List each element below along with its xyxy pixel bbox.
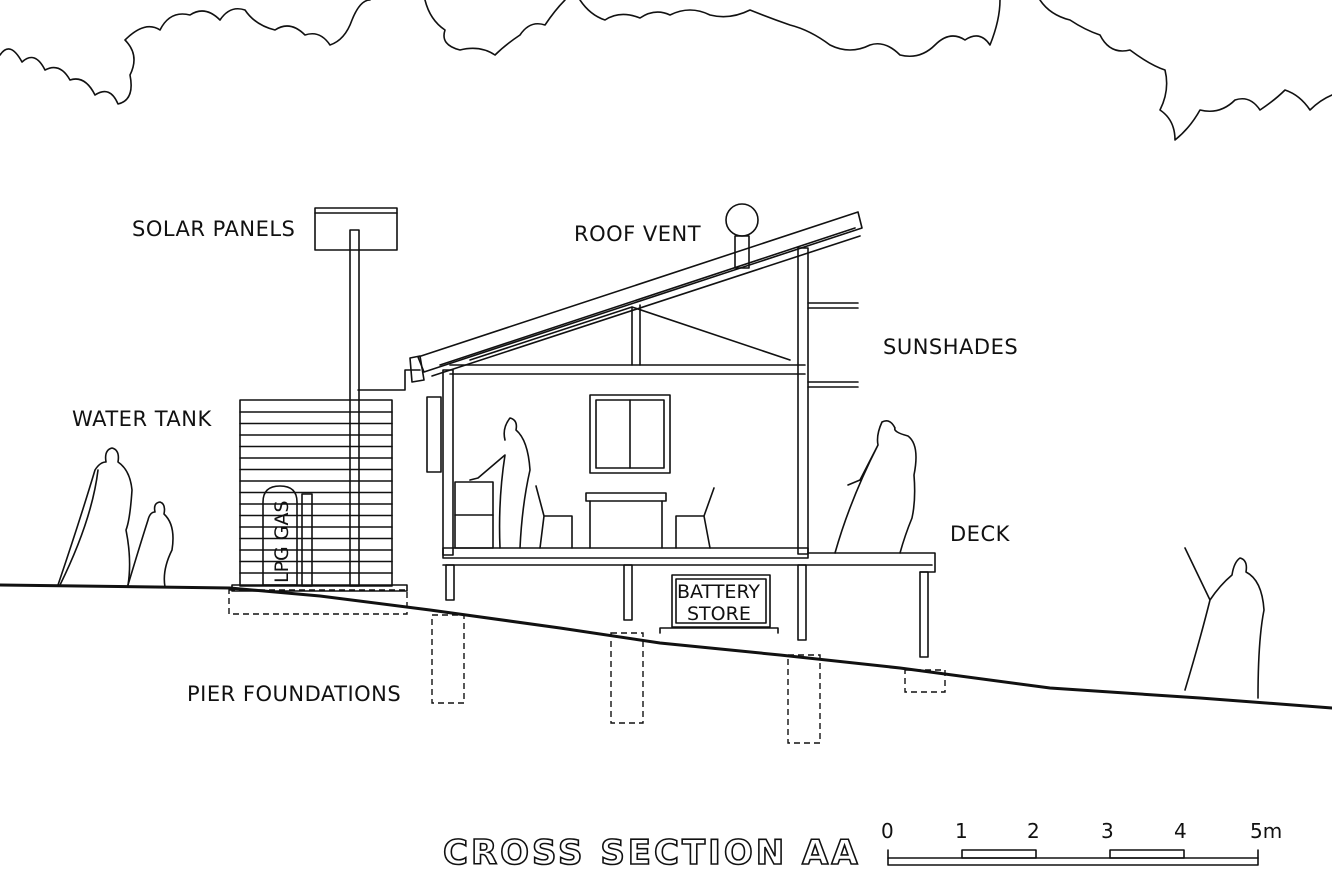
scale-tick-1: 1 — [955, 819, 968, 843]
pier-foundations — [228, 589, 946, 744]
label-sunshades: SUNSHADES — [883, 335, 1018, 359]
battery-label-line1: BATTERY — [677, 581, 760, 603]
human-figures — [57, 417, 1265, 699]
scale-tick-5: 5m — [1250, 819, 1282, 843]
label-water-tank: WATER TANK — [72, 407, 212, 431]
ground-line — [0, 583, 1332, 710]
scale-bar: 0 1 2 3 4 5m — [881, 819, 1282, 866]
scale-tick-3: 3 — [1101, 819, 1114, 843]
solar-panel-assembly — [314, 207, 421, 587]
house-section — [409, 203, 936, 658]
label-deck: DECK — [950, 522, 1011, 546]
water-tank — [231, 399, 408, 592]
scale-tick-4: 4 — [1174, 819, 1187, 843]
scale-tick-2: 2 — [1027, 819, 1040, 843]
tree-canopy — [0, 0, 1332, 141]
label-pier-foundations: PIER FOUNDATIONS — [187, 682, 401, 706]
lpg-gas-bottle: LPG GAS — [262, 485, 313, 587]
battery-label-line2: STORE — [687, 603, 751, 625]
label-solar-panels: SOLAR PANELS — [132, 217, 295, 241]
scale-tick-0: 0 — [881, 819, 894, 843]
label-roof-vent: ROOF VENT — [574, 222, 701, 246]
drawing-title: CROSS SECTION AA — [443, 833, 861, 873]
battery-store: BATTERY STORE — [659, 574, 779, 634]
lpg-gas-label: LPG GAS — [271, 500, 293, 583]
